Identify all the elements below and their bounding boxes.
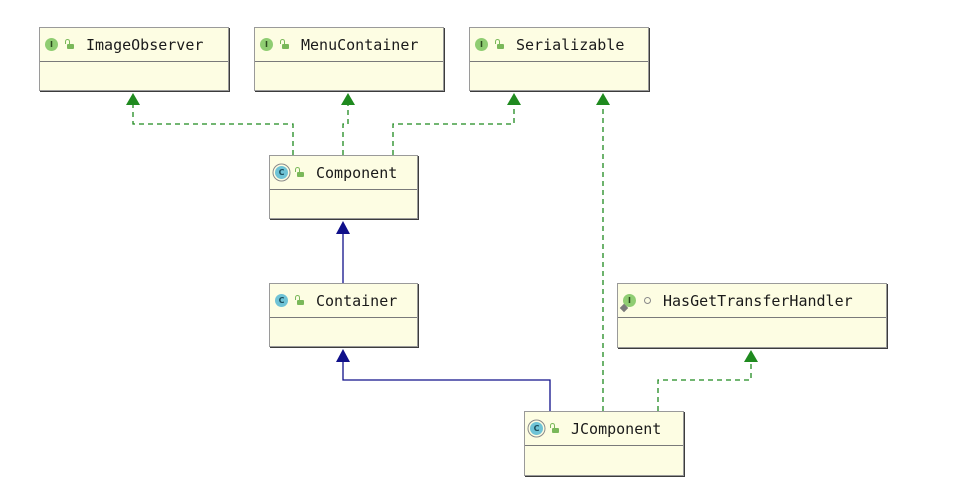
abstract-class-icon: C xyxy=(530,422,543,435)
public-lock-icon xyxy=(494,39,504,50)
public-lock-icon xyxy=(294,295,304,306)
node-label: JComponent xyxy=(571,419,662,438)
node-label: Component xyxy=(316,163,398,182)
node-header: I Serializable xyxy=(470,28,648,62)
edge-component-serializable xyxy=(392,105,515,155)
public-lock-icon xyxy=(64,39,74,50)
public-lock-icon xyxy=(549,423,559,434)
arrowhead-menucontainer xyxy=(341,93,355,105)
node-label: MenuContainer xyxy=(301,35,419,54)
node-serializable[interactable]: I Serializable xyxy=(469,27,649,91)
node-label: ImageObserver xyxy=(86,35,204,54)
node-label: Container xyxy=(316,291,398,310)
node-header: C Component xyxy=(270,156,417,190)
interface-icon: I xyxy=(475,38,488,51)
edge-component-imageobserver xyxy=(132,105,294,155)
interface-icon: I xyxy=(623,294,636,307)
interface-icon: I xyxy=(45,38,58,51)
arrowhead-component xyxy=(336,221,350,234)
node-label: HasGetTransferHandler xyxy=(663,291,853,310)
arrowhead-serializable-from-jcomponent xyxy=(596,93,610,105)
node-jcomponent[interactable]: C JComponent xyxy=(524,411,684,476)
node-label: Serializable xyxy=(516,35,625,54)
edge-component-menucontainer xyxy=(342,105,349,155)
node-header: I HasGetTransferHandler xyxy=(618,284,886,318)
edge-jcomponent-hasgettransferhandler xyxy=(657,362,752,411)
interface-icon: I xyxy=(260,38,273,51)
node-hasgettransferhandler[interactable]: I HasGetTransferHandler xyxy=(617,283,887,348)
node-container[interactable]: C Container xyxy=(269,283,418,347)
node-header: C Container xyxy=(270,284,417,318)
node-header: I ImageObserver xyxy=(40,28,228,62)
arrowhead-imageobserver xyxy=(126,93,140,105)
abstract-class-icon: C xyxy=(275,166,288,179)
node-header: I MenuContainer xyxy=(255,28,443,62)
edge-jcomponent-container xyxy=(342,362,551,411)
public-lock-icon xyxy=(294,167,304,178)
public-lock-icon xyxy=(279,39,289,50)
package-private-icon xyxy=(644,297,651,304)
arrowhead-serializable-from-component xyxy=(507,93,521,105)
arrowhead-container xyxy=(336,349,350,362)
class-icon: C xyxy=(275,294,288,307)
arrowhead-hasgettransferhandler xyxy=(744,350,758,362)
node-imageobserver[interactable]: I ImageObserver xyxy=(39,27,229,91)
node-header: C JComponent xyxy=(525,412,683,446)
node-component[interactable]: C Component xyxy=(269,155,418,219)
node-menucontainer[interactable]: I MenuContainer xyxy=(254,27,444,91)
